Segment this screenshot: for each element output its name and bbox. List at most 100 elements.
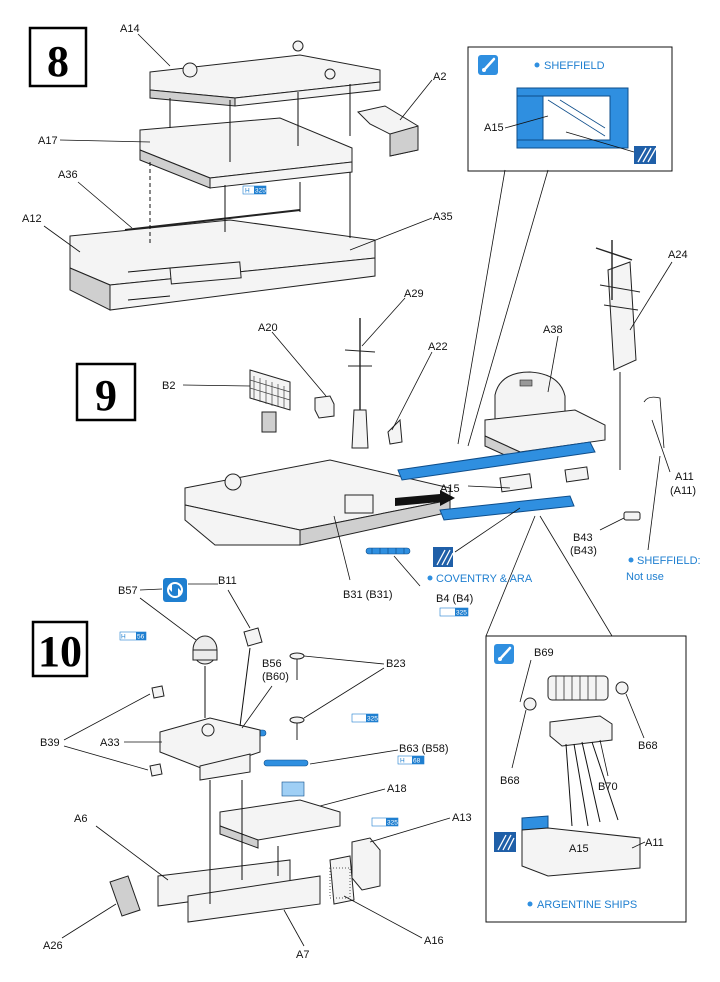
paint-badge: H 325: [242, 185, 267, 195]
label-a11: A11: [675, 471, 694, 483]
connector-line: [467, 169, 549, 447]
inset-argentine: B69 B68 B68 B70 A15 A11 ARGENTINE SHIPS: [485, 635, 687, 923]
part-bluebox: [281, 781, 305, 797]
label-b57: B57: [118, 585, 138, 597]
label-a18: A18: [387, 783, 407, 795]
svg-text:H: H: [400, 758, 405, 765]
part-b63: [263, 759, 309, 767]
label-a35: A35: [433, 211, 453, 223]
part-b43: [623, 511, 641, 521]
part-b68-right: [615, 681, 629, 695]
guide-arrow: [127, 295, 171, 301]
svg-text:H: H: [245, 188, 250, 195]
svg-text:325: 325: [387, 820, 398, 827]
paint-badge: 325: [439, 607, 469, 617]
inset-sheffield: SHEFFIELD A15: [467, 46, 673, 172]
part-b39-upper: [151, 685, 165, 699]
step-10-box: [31, 620, 89, 678]
step-9-box: [75, 362, 137, 422]
label-b2: B2: [162, 380, 175, 392]
blue-rail-upper: [397, 441, 596, 481]
connector-line: [539, 515, 613, 637]
part-a33: [159, 717, 261, 781]
part-b57: [192, 635, 218, 665]
label-a26: A26: [43, 940, 63, 952]
label-a33: A33: [100, 737, 120, 749]
svg-text:325: 325: [367, 716, 378, 723]
part-b4: [365, 547, 411, 555]
note-sheffield-not-use-1: SHEFFIELD:: [637, 555, 701, 567]
part-a22: [387, 418, 403, 445]
label-a36: A36: [58, 169, 78, 181]
part-a17: [139, 117, 353, 189]
step-8-group: 8: [22, 23, 453, 311]
step-10-number: 10: [38, 627, 82, 676]
label-b68-right: B68: [638, 740, 658, 752]
part-b23: [289, 652, 305, 740]
part-a15-plate: [521, 827, 641, 877]
label-a2: A2: [433, 71, 446, 83]
blue-rail-lower: [439, 495, 575, 521]
direction-arrow: [395, 490, 455, 506]
label-b60: (B60): [262, 671, 289, 683]
label-a12: A12: [22, 213, 42, 225]
label-a29: A29: [404, 288, 424, 300]
part-hull-a12-a35: [69, 219, 376, 311]
label-a17: A17: [38, 135, 58, 147]
svg-text:H: H: [121, 634, 126, 641]
label-a22: A22: [428, 341, 448, 353]
part-b2: [249, 369, 291, 433]
label-b70: B70: [598, 781, 618, 793]
label-b31: B31 (B31): [343, 589, 393, 601]
part-a24: [595, 240, 641, 470]
step-8-box: [28, 26, 88, 88]
paint-badge: H 56: [119, 631, 147, 641]
inset-sheffield-part-label: A15: [484, 122, 504, 134]
label-a14: A14: [120, 23, 140, 35]
label-a13: A13: [452, 812, 472, 824]
part-a6-a7: [109, 837, 381, 923]
part-a36: [124, 209, 301, 231]
label-a7: A7: [296, 949, 309, 961]
paint-badge: 325: [351, 713, 379, 723]
label-b43: B43: [573, 532, 593, 544]
inset-sheffield-title: SHEFFIELD: [544, 60, 605, 72]
paint-badge: H 68: [397, 755, 425, 765]
label-a16: A16: [424, 935, 444, 947]
label-a11-paren: (A11): [670, 485, 696, 497]
svg-text:325: 325: [456, 610, 467, 617]
part-b11: [243, 627, 263, 647]
step-10-group: 10: [31, 575, 472, 961]
paint-badge: 325: [371, 817, 399, 827]
part-a38: [484, 371, 606, 463]
guide-arrow: [127, 267, 171, 273]
svg-text:68: 68: [413, 758, 421, 765]
step-9-number: 9: [95, 371, 117, 420]
note-coventry: COVENTRY & ARA: [436, 573, 533, 585]
part-a18: [219, 799, 341, 849]
part-b68-left: [523, 697, 537, 711]
label-a6: A6: [74, 813, 87, 825]
label-b56: B56: [262, 658, 282, 670]
step-8-number: 8: [47, 37, 69, 86]
label-b4: B4 (B4): [436, 593, 473, 605]
label-b23: B23: [386, 658, 406, 670]
part-b69: [547, 675, 609, 701]
inset-argentine-title: ARGENTINE SHIPS: [537, 899, 637, 911]
label-b43-paren: (B43): [570, 545, 597, 557]
note-sheffield-not-use-2: Not use: [626, 571, 664, 583]
label-a38: A38: [543, 324, 563, 336]
label-a15-inset: A15: [569, 843, 589, 855]
label-a20: A20: [258, 322, 278, 334]
part-b39-lower: [149, 763, 163, 777]
label-b63: B63 (B58): [399, 743, 449, 755]
part-a20: [314, 395, 335, 419]
label-a15-step9: A15: [440, 483, 460, 495]
label-b39: B39: [40, 737, 60, 749]
part-a11: [643, 396, 665, 449]
svg-text:325: 325: [255, 188, 266, 195]
part-a14: [149, 40, 381, 107]
label-b68-left: B68: [500, 775, 520, 787]
part-a2: [357, 105, 419, 157]
label-a24: A24: [668, 249, 688, 261]
